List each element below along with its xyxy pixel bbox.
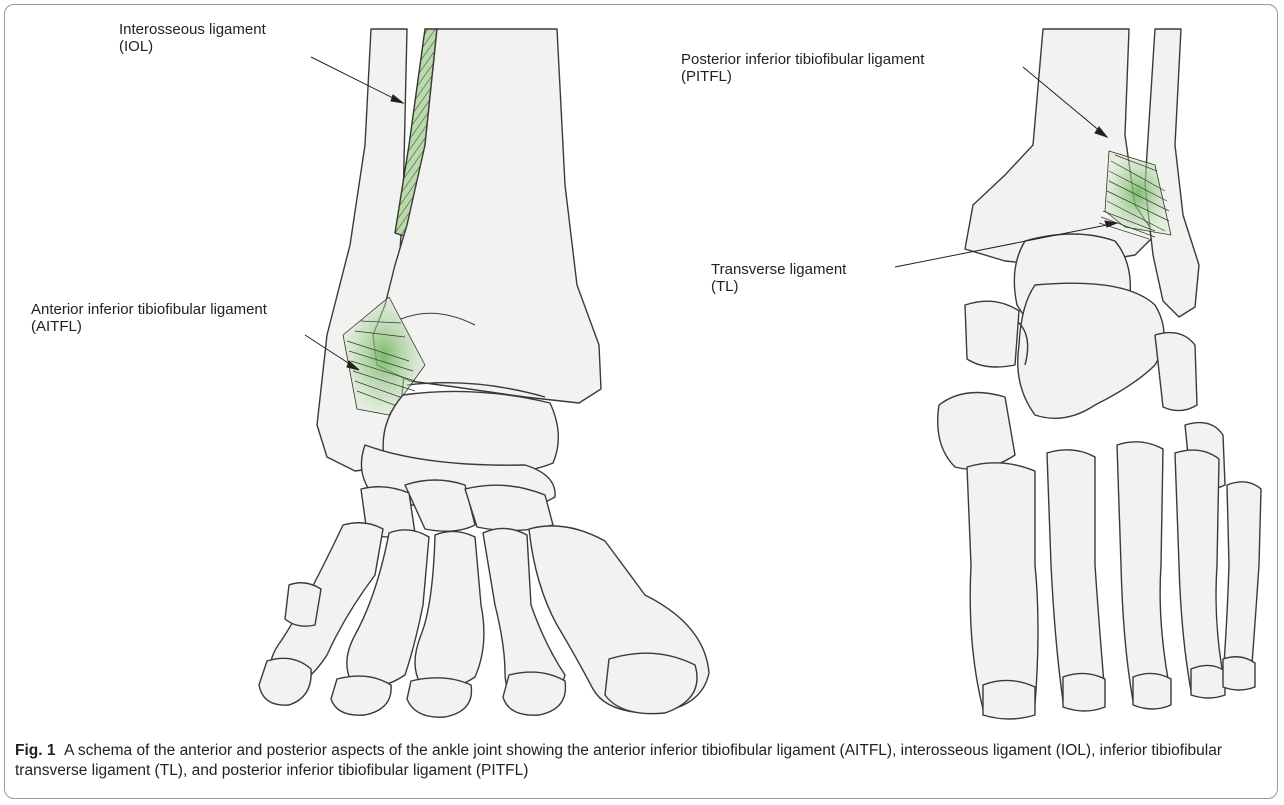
- posterior-metatarsal-4: [1175, 450, 1225, 693]
- ankle-ligament-diagram: [5, 5, 1277, 740]
- tl-label: Transverse ligament (TL): [711, 261, 846, 295]
- figure-frame: Interosseous ligament (IOL) Anterior inf…: [4, 4, 1278, 799]
- pitfl-label: Posterior inferior tibiofibular ligament…: [681, 51, 924, 85]
- posterior-metatarsal-1: [967, 463, 1038, 712]
- aitfl-name: Anterior inferior tibiofibular ligament: [31, 301, 267, 318]
- posterior-metatarsal-2: [1047, 450, 1105, 704]
- anterior-view: [259, 29, 709, 717]
- iol-abbr: (IOL): [119, 38, 266, 55]
- tl-name: Transverse ligament: [711, 261, 846, 278]
- aitfl-label: Anterior inferior tibiofibular ligament …: [31, 301, 267, 335]
- iol-name: Interosseous ligament: [119, 21, 266, 38]
- calcaneus-posterior: [1018, 283, 1164, 418]
- figure-number: Fig. 1: [15, 742, 55, 759]
- pitfl-name: Posterior inferior tibiofibular ligament: [681, 51, 924, 68]
- pitfl-abbr: (PITFL): [681, 68, 924, 85]
- posterior-metatarsal-3: [1117, 442, 1171, 703]
- caption-text: A schema of the anterior and posterior a…: [15, 742, 1222, 779]
- tl-abbr: (TL): [711, 278, 846, 295]
- iol-label: Interosseous ligament (IOL): [119, 21, 266, 55]
- figure-caption: Fig. 1 A schema of the anterior and post…: [15, 741, 1265, 781]
- tibia-posterior: [965, 29, 1155, 267]
- posterior-metatarsal-5: [1223, 482, 1261, 681]
- aitfl-abbr: (AITFL): [31, 318, 267, 335]
